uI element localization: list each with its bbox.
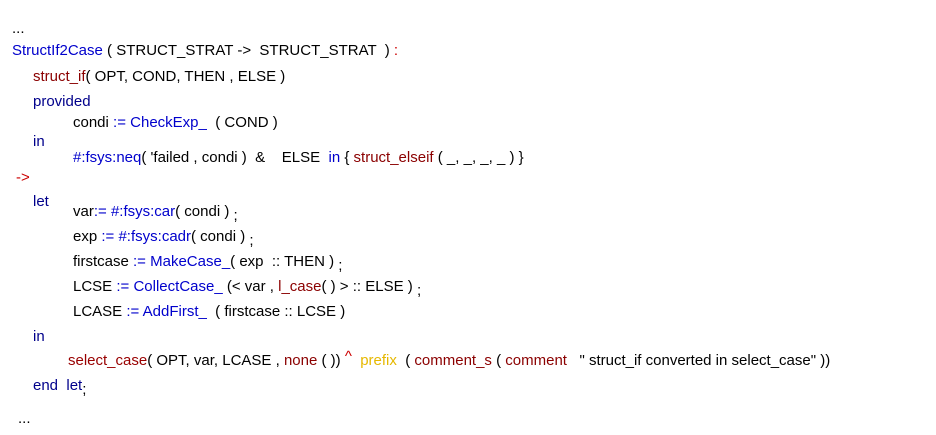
code-token: -> bbox=[16, 169, 30, 186]
code-token: ( OPT, var, LCASE , bbox=[147, 352, 284, 369]
code-token: var bbox=[73, 203, 94, 220]
code-token: ... bbox=[12, 20, 25, 37]
code-token: in bbox=[328, 149, 341, 166]
code-token: LCASE bbox=[73, 303, 127, 320]
code-token: := bbox=[116, 278, 130, 295]
code-token: let bbox=[66, 377, 83, 394]
code-token: ( _, _, _, _ ) } bbox=[433, 149, 524, 166]
code-token: := bbox=[126, 303, 140, 320]
code-token: ( exp :: THEN ) bbox=[230, 253, 339, 270]
code-token: struct_if bbox=[33, 68, 86, 85]
code-token: ; bbox=[233, 207, 238, 224]
code-token: : bbox=[393, 42, 399, 59]
code-line: in bbox=[33, 133, 45, 151]
code-token: none bbox=[283, 352, 318, 369]
code-line: provided bbox=[33, 93, 91, 111]
code-line: exp := #:fsys:cadr( condi ) ; bbox=[73, 228, 254, 249]
code-token: ; bbox=[338, 257, 343, 274]
code-token: prefix bbox=[360, 352, 397, 369]
code-line: struct_if( OPT, COND, THEN , ELSE ) bbox=[33, 68, 285, 86]
code-token bbox=[352, 352, 360, 369]
code-token: comment_s bbox=[414, 352, 492, 369]
code-token: ; bbox=[82, 381, 87, 398]
code-token: ( 'failed , condi ) & ELSE bbox=[141, 149, 329, 166]
code-token: comment bbox=[505, 352, 567, 369]
code-token: ( condi ) bbox=[175, 203, 234, 220]
code-token: provided bbox=[33, 93, 91, 110]
code-token: ( )) bbox=[317, 352, 345, 369]
code-token: ( firstcase :: LCSE ) bbox=[206, 303, 346, 320]
code-line: -> bbox=[16, 169, 30, 187]
code-line: var:= #:fsys:car( condi ) ; bbox=[73, 203, 238, 224]
code-line: select_case( OPT, var, LCASE , none ( ))… bbox=[68, 348, 831, 370]
code-token: (< var , bbox=[222, 278, 279, 295]
code-token: l_case bbox=[278, 278, 322, 295]
code-token: firstcase bbox=[73, 253, 134, 270]
code-token: in bbox=[33, 328, 45, 345]
code-token: MakeCase_ bbox=[150, 253, 231, 270]
code-token: AddFirst_ bbox=[142, 303, 207, 320]
code-token: CheckExp_ bbox=[130, 114, 207, 131]
code-token: ( STRUCT_STRAT -> STRUCT_STRAT ) bbox=[102, 42, 394, 59]
code-line: StructIf2Case ( STRUCT_STRAT -> STRUCT_S… bbox=[12, 42, 398, 60]
code-token: ; bbox=[249, 232, 254, 249]
code-token: := bbox=[113, 114, 126, 131]
code-token: condi bbox=[73, 114, 114, 131]
code-token: := bbox=[101, 228, 115, 245]
code-token: in bbox=[33, 133, 45, 150]
code-token: select_case bbox=[68, 352, 148, 369]
code-token: #:fsys:cadr bbox=[118, 228, 191, 245]
code-token: #:fsys:car bbox=[110, 203, 176, 220]
code-token: struct_elseif bbox=[353, 149, 434, 166]
code-token: { bbox=[340, 149, 354, 166]
code-token: := bbox=[93, 203, 107, 220]
code-token: ( bbox=[491, 352, 506, 369]
code-token: ... bbox=[18, 410, 31, 427]
code-line: let bbox=[33, 193, 49, 211]
code-token: := bbox=[133, 253, 146, 270]
code-token: ( COND ) bbox=[206, 114, 278, 131]
code-token: StructIf2Case bbox=[12, 42, 103, 59]
code-token: CollectCase_ bbox=[133, 278, 223, 295]
code-line: in bbox=[33, 328, 45, 346]
code-line: LCASE := AddFirst_ ( firstcase :: LCSE ) bbox=[73, 303, 345, 321]
code-line: #:fsys:neq( 'failed , condi ) & ELSE in … bbox=[73, 149, 524, 167]
code-line: ... bbox=[12, 20, 25, 38]
code-line: condi := CheckExp_ ( COND ) bbox=[73, 114, 278, 132]
code-token: " struct_if converted in select_case" )) bbox=[566, 352, 831, 369]
code-token: ( condi ) bbox=[191, 228, 250, 245]
code-token: LCSE bbox=[73, 278, 117, 295]
code-token: ( bbox=[396, 352, 415, 369]
code-token: end bbox=[33, 377, 59, 394]
code-token: exp bbox=[73, 228, 102, 245]
code-line: ... bbox=[18, 410, 31, 428]
code-line: end let; bbox=[33, 377, 87, 398]
code-token: ^ bbox=[344, 348, 352, 365]
code-token: ( ) > :: ELSE ) bbox=[321, 278, 417, 295]
code-line: firstcase := MakeCase_( exp :: THEN ) ; bbox=[73, 253, 343, 274]
code-token: ( OPT, COND, THEN , ELSE ) bbox=[85, 68, 286, 85]
code-token: let bbox=[33, 193, 49, 210]
code-token: #:fsys:neq bbox=[73, 149, 142, 166]
code-line: LCSE := CollectCase_ (< var , l_case( ) … bbox=[73, 278, 422, 299]
code-token: ; bbox=[416, 282, 422, 299]
